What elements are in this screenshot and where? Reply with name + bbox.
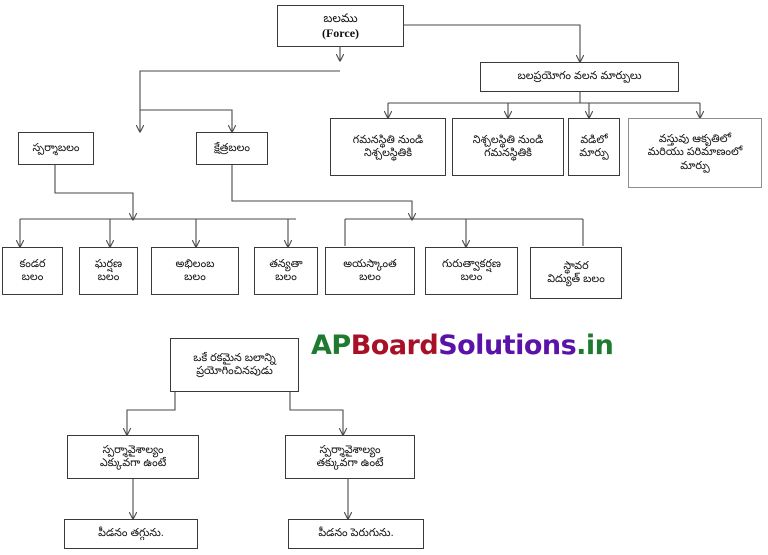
wire-contact-down [54,165,133,219]
node-force-effects[interactable]: బలప్రయోగం వలన మార్పులు [480,62,679,92]
wire-area-more [127,392,176,434]
node-force-root-line2: (Force) [321,26,360,40]
node-effect-shape-size-change-line1: వస్తువు ఆకృతిలో [658,132,732,145]
node-pressure-increases-line1: పీడనం పెరుగును. [318,527,394,540]
node-magnetic-force[interactable]: అయస్కాంత బలం [325,247,415,295]
node-electrostatic-force-line1: స్థావర [563,259,589,272]
wire-to-field-force [140,109,232,131]
node-muscular-force-line1: కండర [19,257,46,270]
node-effect-motion-to-rest-line1: గమనస్థితి నుండి [352,133,424,146]
node-pressure-decreases[interactable]: పీడనం తగ్గును. [64,519,198,549]
watermark-part-tld: .in [576,330,614,361]
node-gravitational-force-line2: బలం [460,271,483,283]
node-magnetic-force-line1: అయస్కాంత [343,257,397,270]
node-contact-force[interactable]: స్పర్శాబలం [18,132,94,165]
node-effect-speed-change-line1: వడిలో [580,133,608,146]
node-area-more-line2: ఎక్కువగా ఉంటే [99,457,167,469]
node-friction-force-line1: ఘర్షణ [94,257,123,270]
node-effect-motion-to-rest-line2: నిశ్చలస్థితికి [364,147,412,159]
watermark-part-board: Board [350,330,439,361]
node-contact-force-line1: స్పర్శాబలం [32,141,80,154]
node-force-root-line1: బలము [323,11,358,26]
node-field-force-line1: క్షేత్రబలం [214,141,250,154]
node-gravitational-force[interactable]: గురుత్వాకర్షణ బలం [425,247,518,295]
wire-root-to-effects [404,24,580,61]
node-magnetic-force-line2: బలం [359,271,381,283]
node-area-more[interactable]: స్పర్శావైశాల్యం ఎక్కువగా ఉంటే [67,435,199,479]
node-pressure-increases[interactable]: పీడనం పెరుగును. [288,519,424,549]
node-friction-force[interactable]: ఘర్షణ బలం [79,247,138,295]
node-pressure-decreases-line1: పీడనం తగ్గును. [98,527,164,540]
node-muscular-force[interactable]: కండర బలం [2,247,63,295]
wire-trunk-left [140,70,340,131]
node-force-root[interactable]: బలము (Force) [277,5,404,47]
node-effect-rest-to-motion-line2: గమనస్థితికి [484,147,532,159]
watermark-part-solutions: Solutions [438,330,577,361]
node-gravitational-force-line1: గురుత్వాకర్షణ [442,257,501,270]
watermark-part-ap: AP [311,330,351,361]
node-normal-force-line1: అభిలంబ [175,257,215,270]
node-area-less-line2: తక్కువగా ఉంటే [316,457,384,469]
node-electrostatic-force-line2: విద్యుత్ బలం [547,273,605,285]
wire-area-less [289,392,343,434]
node-same-force-applied-line2: ప్రయోగించినపుడు [196,365,273,377]
watermark-apboardsolutions: APBoardSolutions.in [311,330,614,361]
node-area-less[interactable]: స్పర్శావైశాల్యం తక్కువగా ఉంటే [285,435,415,479]
node-area-more-line1: స్పర్శావైశాల్యం [102,443,164,456]
node-effect-shape-size-change-line3: మార్పు [680,159,710,172]
node-effect-shape-size-change-line2: మరియు పరిమాణంలో [647,146,743,159]
node-normal-force[interactable]: అభిలంబ బలం [151,247,239,295]
node-effect-shape-size-change[interactable]: వస్తువు ఆకృతిలో మరియు పరిమాణంలో మార్పు [628,118,762,188]
node-same-force-applied-line1: ఒకే రకమైన బలాన్ని [193,351,276,364]
node-muscular-force-line2: బలం [21,271,44,283]
node-effect-rest-to-motion[interactable]: నిశ్చలస్థితి నుండి గమనస్థితికి [452,118,564,176]
node-effect-rest-to-motion-line1: నిశ్చలస్థితి నుండి [472,133,544,146]
node-area-less-line1: స్పర్శావైశాల్యం [319,443,381,456]
node-tension-force-line2: బలం [275,271,297,283]
node-effect-motion-to-rest[interactable]: గమనస్థితి నుండి నిశ్చలస్థితికి [330,118,446,176]
node-electrostatic-force[interactable]: స్థావర విద్యుత్ బలం [530,247,622,299]
node-tension-force-line1: తన్యతా [269,257,303,270]
node-force-effects-line1: బలప్రయోగం వలన మార్పులు [517,70,642,83]
node-field-force[interactable]: క్షేత్రబలం [196,132,268,165]
node-same-force-applied[interactable]: ఒకే రకమైన బలాన్ని ప్రయోగించినపుడు [170,338,299,392]
node-friction-force-line2: బలం [97,271,120,283]
node-tension-force[interactable]: తన్యతా బలం [254,247,318,295]
node-effect-speed-change[interactable]: వడిలో మార్పు [568,118,620,176]
node-effect-speed-change-line2: మార్పు [579,147,609,159]
node-normal-force-line2: బలం [184,271,206,283]
